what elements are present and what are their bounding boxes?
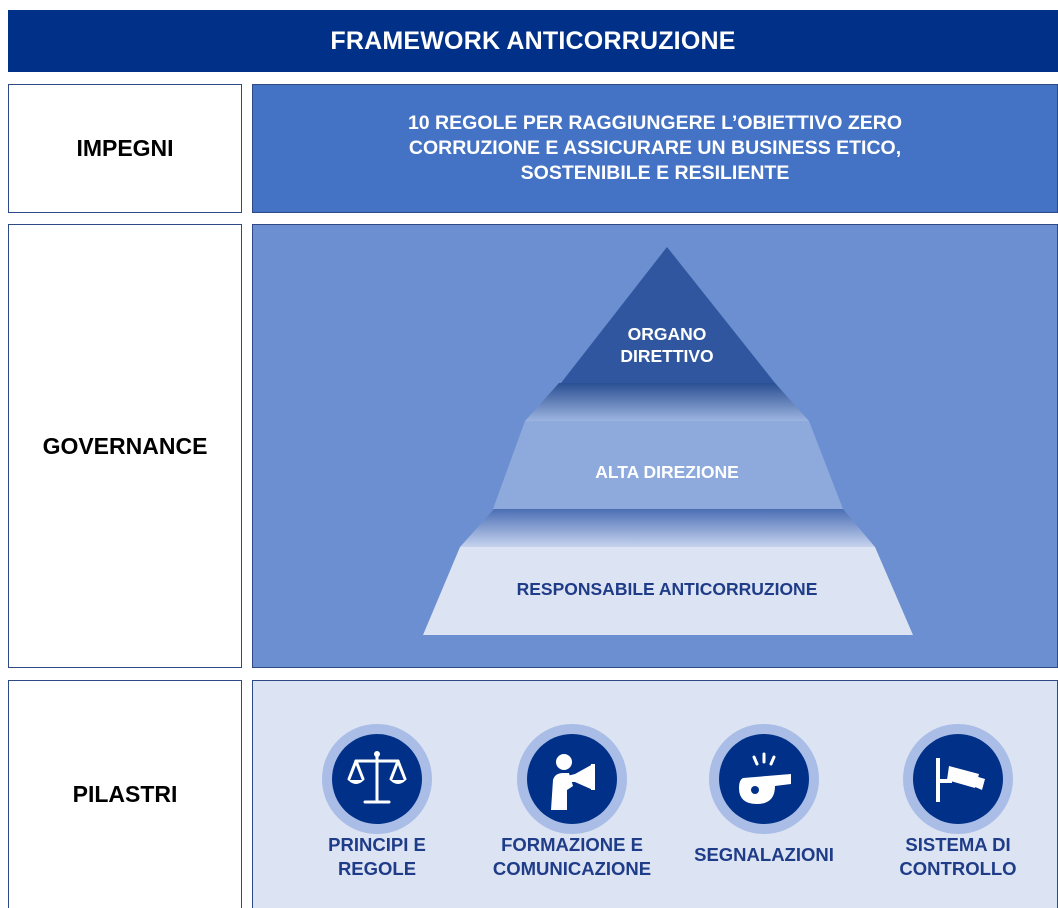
framework-title: FRAMEWORK ANTICORRUZIONE bbox=[8, 10, 1058, 72]
pillars-label: PILASTRI bbox=[8, 680, 242, 908]
pillar-control-icon-wrap bbox=[903, 724, 1013, 834]
megaphone-person-icon bbox=[517, 724, 627, 834]
whistle-icon bbox=[709, 724, 819, 834]
pyramid-level-middle bbox=[493, 421, 843, 509]
pillar-control-label: SISTEMA DI CONTROLLO bbox=[858, 833, 1058, 881]
pyramid-connector-upper bbox=[525, 383, 809, 421]
pyramid-level-top bbox=[561, 247, 775, 383]
pyramid-top-label: ORGANO DIRETTIVO bbox=[567, 323, 767, 367]
pillars-panel: PRINCIPI E REGOLE FORMAZIONE E COMUNICAZ… bbox=[252, 680, 1058, 908]
commitments-label: IMPEGNI bbox=[8, 84, 242, 213]
pyramid-top-line-2: DIRETTIVO bbox=[620, 346, 714, 366]
pillar-training-line-2: COMUNICAZIONE bbox=[492, 858, 652, 879]
pillar-reports-icon-wrap bbox=[709, 724, 819, 834]
governance-label: GOVERNANCE bbox=[8, 224, 242, 668]
scales-icon bbox=[322, 724, 432, 834]
pyramid-bottom-label: RESPONSABILE ANTICORRUZIONE bbox=[516, 579, 818, 599]
commitments-line-2: CORRUZIONE E ASSICURARE UN BUSINESS ETIC… bbox=[408, 137, 902, 159]
pillar-principles-line-1: PRINCIPI E bbox=[328, 834, 426, 855]
pyramid-connector-lower bbox=[460, 509, 875, 547]
pillar-training-line-1: FORMAZIONE E bbox=[501, 834, 643, 855]
commitments-line-3: SOSTENIBILE E RESILIENTE bbox=[520, 162, 790, 184]
pyramid-top-line-1: ORGANO bbox=[627, 324, 707, 344]
pillar-principles-label: PRINCIPI E REGOLE bbox=[277, 833, 477, 881]
pillar-training-label: FORMAZIONE E COMUNICAZIONE bbox=[472, 833, 672, 881]
pyramid-level-bottom bbox=[423, 547, 913, 635]
pillar-reports-line-1: SEGNALAZIONI bbox=[694, 844, 834, 865]
pyramid-middle-label: ALTA DIREZIONE bbox=[595, 462, 739, 482]
security-camera-icon bbox=[903, 724, 1013, 834]
pillar-control-line-1: SISTEMA DI bbox=[905, 834, 1011, 855]
pillar-training-icon-wrap bbox=[517, 724, 627, 834]
pillar-principles-icon-wrap bbox=[322, 724, 432, 834]
pillar-reports-label: SEGNALAZIONI bbox=[664, 843, 864, 867]
governance-pyramid bbox=[423, 247, 913, 635]
pillar-principles-line-2: REGOLE bbox=[337, 858, 417, 879]
commitments-line-1: 10 REGOLE PER RAGGIUNGERE L’OBIETTIVO ZE… bbox=[407, 112, 903, 134]
governance-panel: ORGANO DIRETTIVO ALTA DIREZIONE RESPONSA… bbox=[252, 224, 1058, 668]
commitments-panel: 10 REGOLE PER RAGGIUNGERE L’OBIETTIVO ZE… bbox=[252, 84, 1058, 213]
pillar-control-line-2: CONTROLLO bbox=[899, 858, 1017, 879]
